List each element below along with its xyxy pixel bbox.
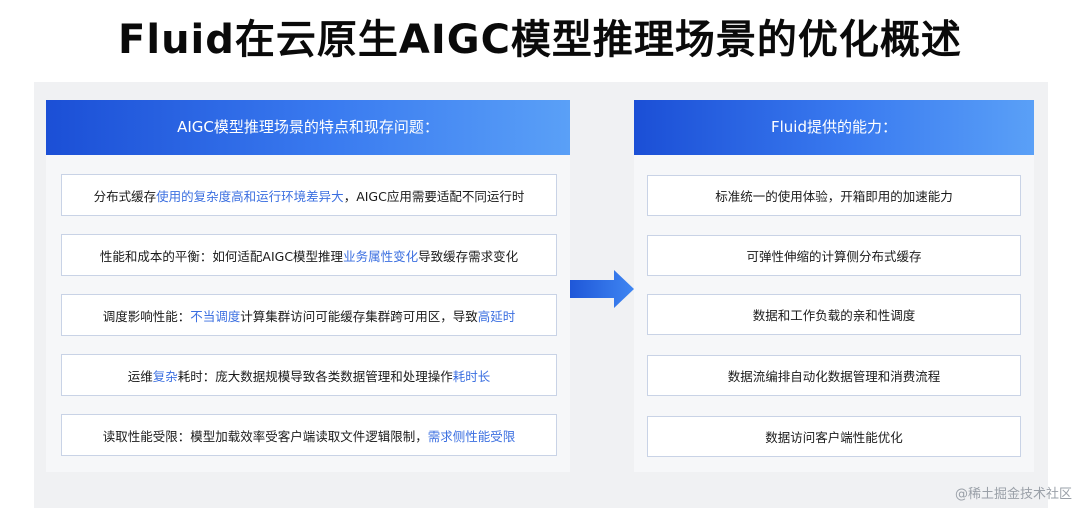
item-text: 分布式缓存 [93,188,157,204]
item-text: ，AIGC应用需要适配不同运行时 [343,188,525,204]
item-text: 性能和成本的平衡：如何适配AIGC模型推理 [99,248,344,264]
capability-item: 标准统一的使用体验，开箱即用的加速能力 [647,175,1021,216]
item-text: 调度影响性能： [102,308,191,324]
problem-item: 运维复杂耗时：庞大数据规模导致各类数据管理和处理操作耗时长 [61,354,557,396]
problem-item: 读取性能受限：模型加载效率受客户端读取文件逻辑限制，需求侧性能受限 [61,414,557,456]
capability-item: 数据访问客户端性能优化 [647,416,1021,457]
watermark: @稀土掘金技术社区 [954,487,1072,502]
capabilities-panel-header: Fluid提供的能力： [634,100,1034,155]
item-text: 导致缓存需求变化 [418,248,519,264]
capability-item: 数据和工作负载的亲和性调度 [647,294,1021,335]
capabilities-panel: Fluid提供的能力： 标准统一的使用体验，开箱即用的加速能力 可弹性伸缩的计算… [634,100,1034,472]
item-text: 运维 [127,368,153,384]
item-text: 耗时：庞大数据规模导致各类数据管理和处理操作 [177,368,453,384]
problems-panel: AIGC模型推理场景的特点和现存问题： 分布式缓存使用的复杂度高和运行环境差异大… [46,100,570,472]
diagram-title: Fluid在云原生AIGC模型推理场景的优化概述 [118,17,962,63]
right-arrow-icon [570,270,634,308]
item-highlight: 业务属性变化 [343,248,419,264]
item-highlight: 使用的复杂度高和运行环境差异大 [156,188,344,204]
problem-item: 调度影响性能：不当调度计算集群访问可能缓存集群跨可用区，导致高延时 [61,294,557,336]
item-highlight: 耗时长 [452,368,491,384]
capability-item: 数据流编排自动化数据管理和消费流程 [647,355,1021,396]
item-highlight: 不当调度 [190,308,241,324]
problem-item: 性能和成本的平衡：如何适配AIGC模型推理业务属性变化导致缓存需求变化 [61,234,557,276]
item-text: 读取性能受限：模型加载效率受客户端读取文件逻辑限制， [102,428,428,444]
capability-item: 可弹性伸缩的计算侧分布式缓存 [647,235,1021,276]
item-highlight: 需求侧性能受限 [427,428,516,444]
item-text: 计算集群访问可能缓存集群跨可用区，导致 [240,308,478,324]
item-highlight: 复杂 [152,368,178,384]
item-highlight: 高延时 [477,308,516,324]
problem-item: 分布式缓存使用的复杂度高和运行环境差异大，AIGC应用需要适配不同运行时 [61,174,557,216]
problems-panel-header: AIGC模型推理场景的特点和现存问题： [46,100,570,155]
